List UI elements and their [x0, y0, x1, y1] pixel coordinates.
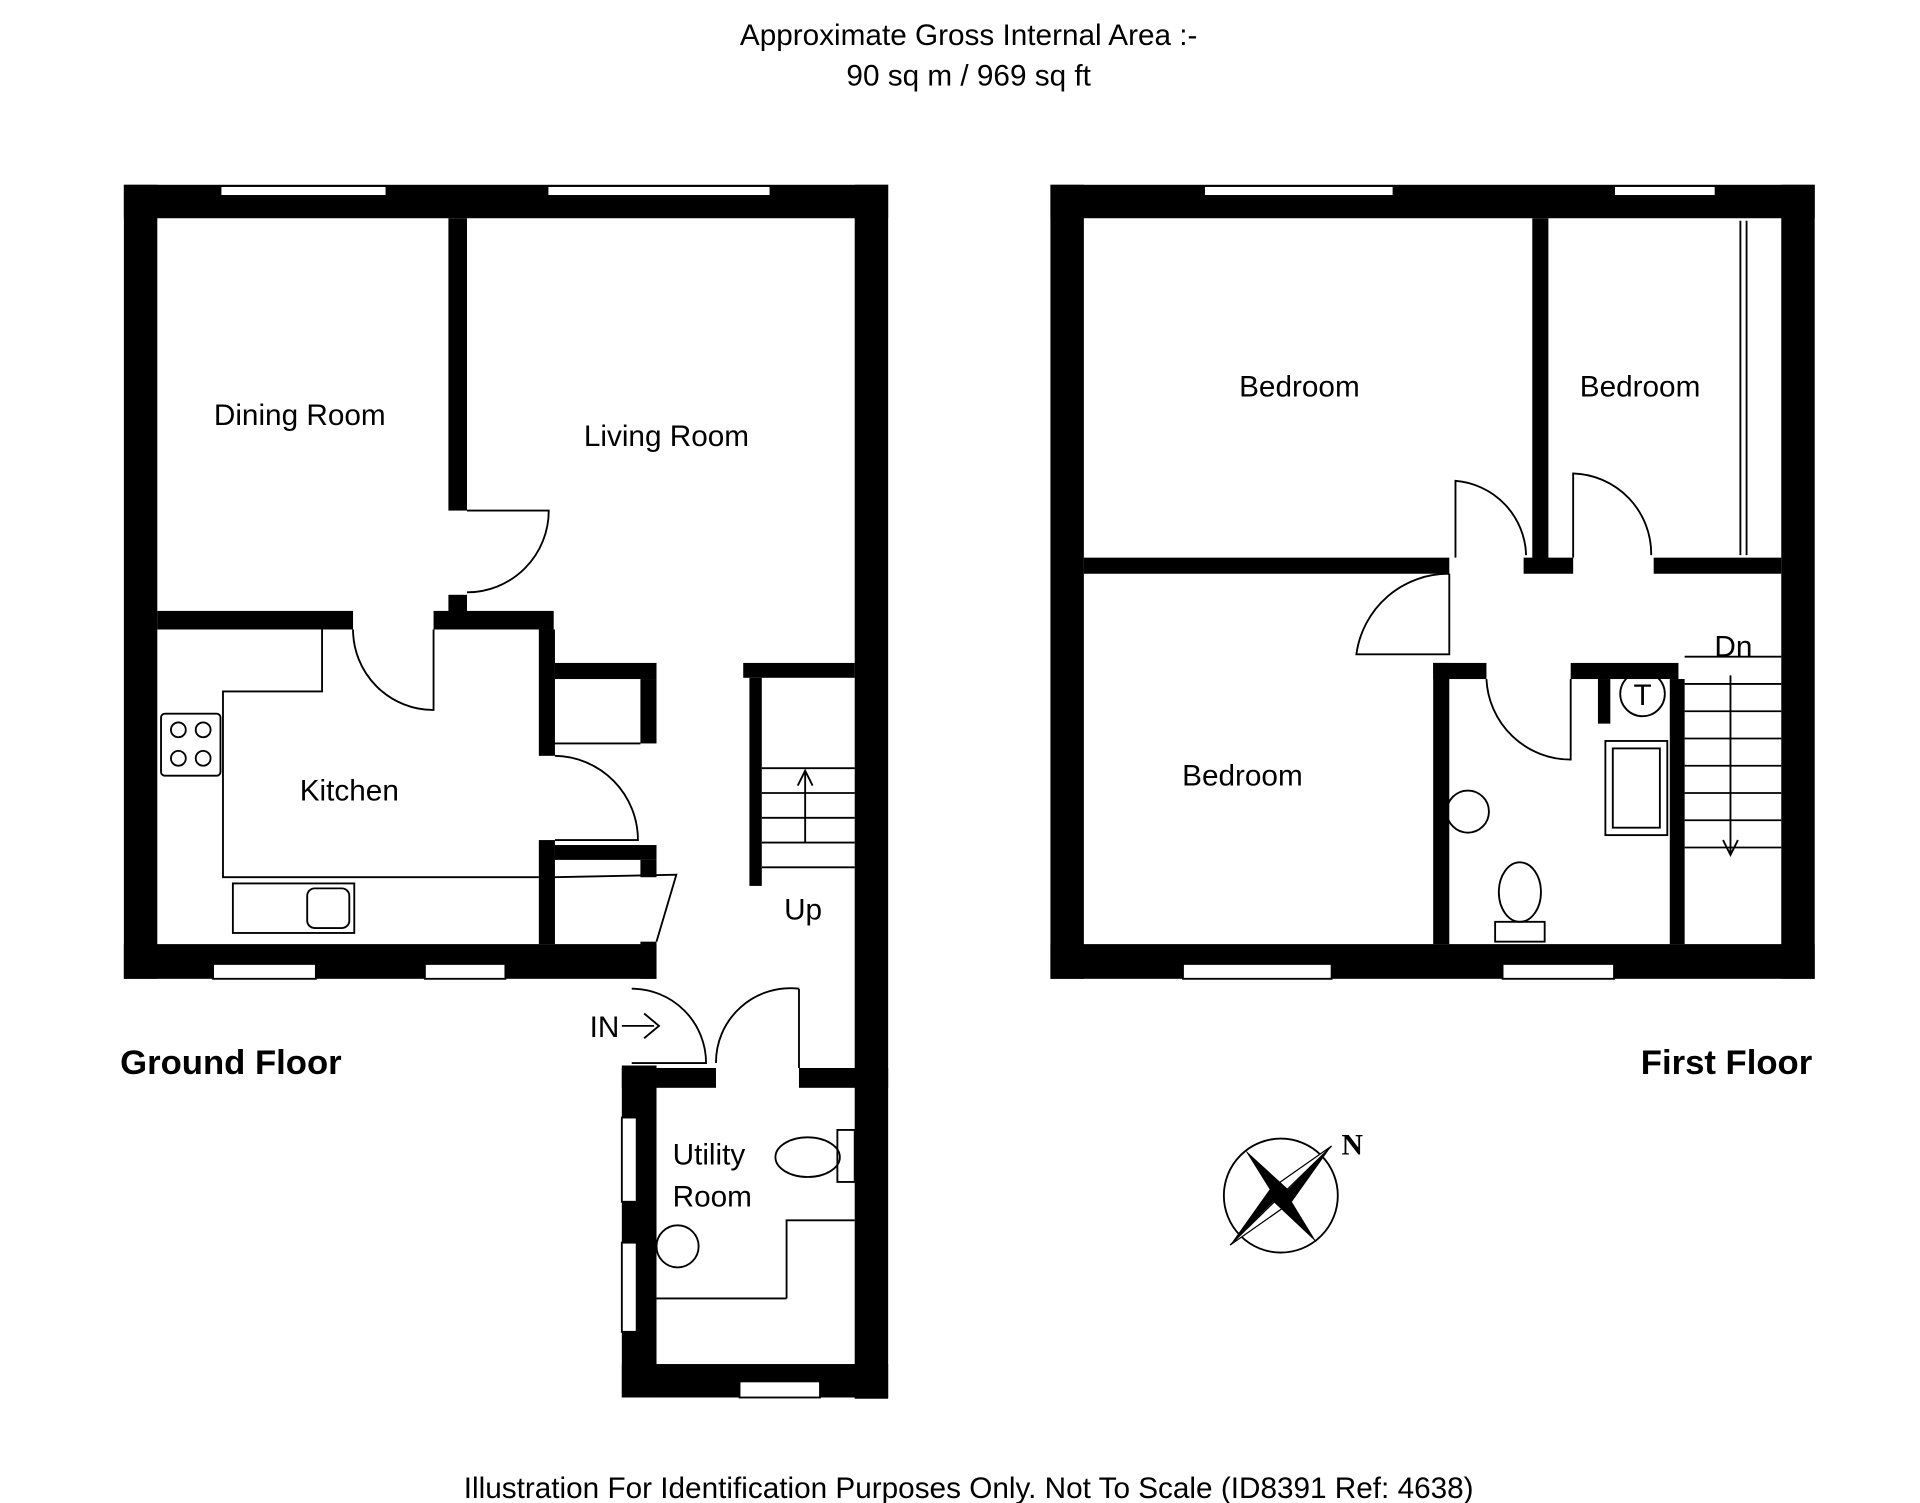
bedroom-3-label: Bedroom [1182, 760, 1303, 793]
toilet-icon [1497, 861, 1542, 923]
ground-floor-plan: Dining Room Living Room Kitchen Utility … [120, 184, 889, 1399]
hob-icon [160, 712, 222, 777]
water-tank-icon [1619, 670, 1666, 718]
ground-floor-title: Ground Floor [120, 1044, 341, 1082]
bedroom-1-label: Bedroom [1239, 371, 1360, 404]
entrance-arrow-icon [621, 1012, 661, 1039]
shower-icon [1604, 740, 1669, 837]
area-title: Approximate Gross Internal Area :- [740, 19, 1198, 52]
basin-icon [1445, 789, 1490, 834]
stairs-up-label: Up [784, 893, 822, 926]
disclaimer-footer: Illustration For Identification Purposes… [464, 1472, 1474, 1503]
entrance-label: IN [590, 1011, 620, 1044]
utility-label: Utility [673, 1139, 746, 1172]
stairs-down-label: Dn [1714, 631, 1752, 664]
north-label: N [1342, 1130, 1364, 1162]
sink-icon [231, 882, 356, 934]
compass-rose-icon: N [1222, 1130, 1364, 1254]
tank-label: T [1633, 679, 1651, 712]
utility-label-2: Room [673, 1181, 752, 1214]
first-floor-title: First Floor [1641, 1044, 1812, 1082]
living-room-label: Living Room [584, 420, 749, 453]
basin-icon [655, 1224, 700, 1269]
first-floor-plan: T Bedroom Bedroom Bedroom Dn First Floor [1050, 184, 1815, 1082]
bedroom-2-label: Bedroom [1580, 371, 1701, 404]
toilet-icon [774, 1136, 841, 1178]
kitchen-label: Kitchen [300, 774, 399, 807]
dining-room-label: Dining Room [214, 399, 386, 432]
area-value: 90 sq m / 969 sq ft [846, 60, 1091, 93]
